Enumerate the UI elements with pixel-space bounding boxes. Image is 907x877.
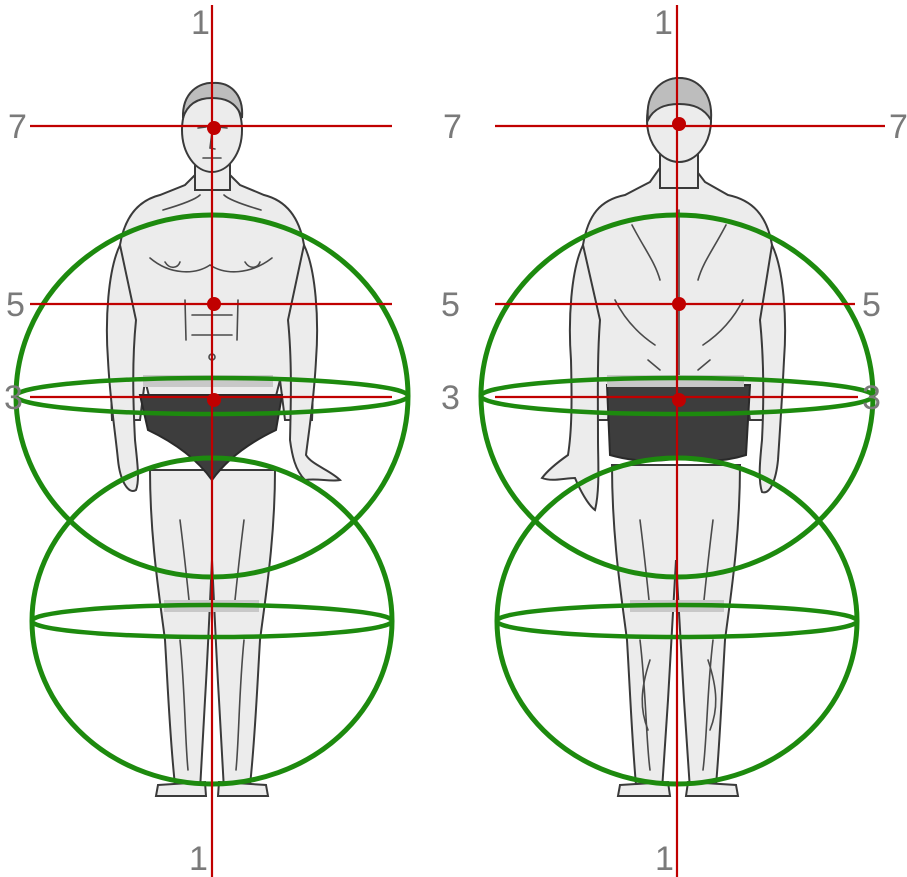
back-left-label-7: 7 — [443, 108, 462, 146]
front-labels: 1 1 7 5 3 — [4, 4, 210, 877]
back-figure — [540, 76, 787, 797]
front-dot-5 — [207, 297, 221, 311]
front-label-3: 3 — [4, 379, 23, 417]
back-guide-lines — [495, 5, 885, 877]
front-bottom-label: 1 — [189, 840, 208, 877]
front-figure — [105, 81, 343, 797]
front-guide-lines — [30, 5, 392, 877]
back-labels: 1 1 7 5 3 7 5 3 — [441, 4, 907, 877]
back-left-label-3: 3 — [441, 379, 460, 417]
front-label-7: 7 — [8, 108, 27, 146]
back-dot-3 — [672, 393, 686, 407]
back-dot-5 — [672, 297, 686, 311]
front-dot-7 — [207, 121, 221, 135]
back-right-label-7: 7 — [889, 108, 907, 146]
back-bottom-label: 1 — [655, 840, 674, 877]
back-dot-7 — [672, 117, 686, 131]
front-dot-3 — [207, 393, 221, 407]
front-top-label: 1 — [191, 4, 210, 42]
back-left-label-5: 5 — [441, 286, 460, 324]
back-right-label-5: 5 — [862, 286, 881, 324]
front-label-5: 5 — [6, 286, 25, 324]
back-right-label-3: 3 — [862, 379, 881, 417]
back-top-label: 1 — [654, 4, 673, 42]
